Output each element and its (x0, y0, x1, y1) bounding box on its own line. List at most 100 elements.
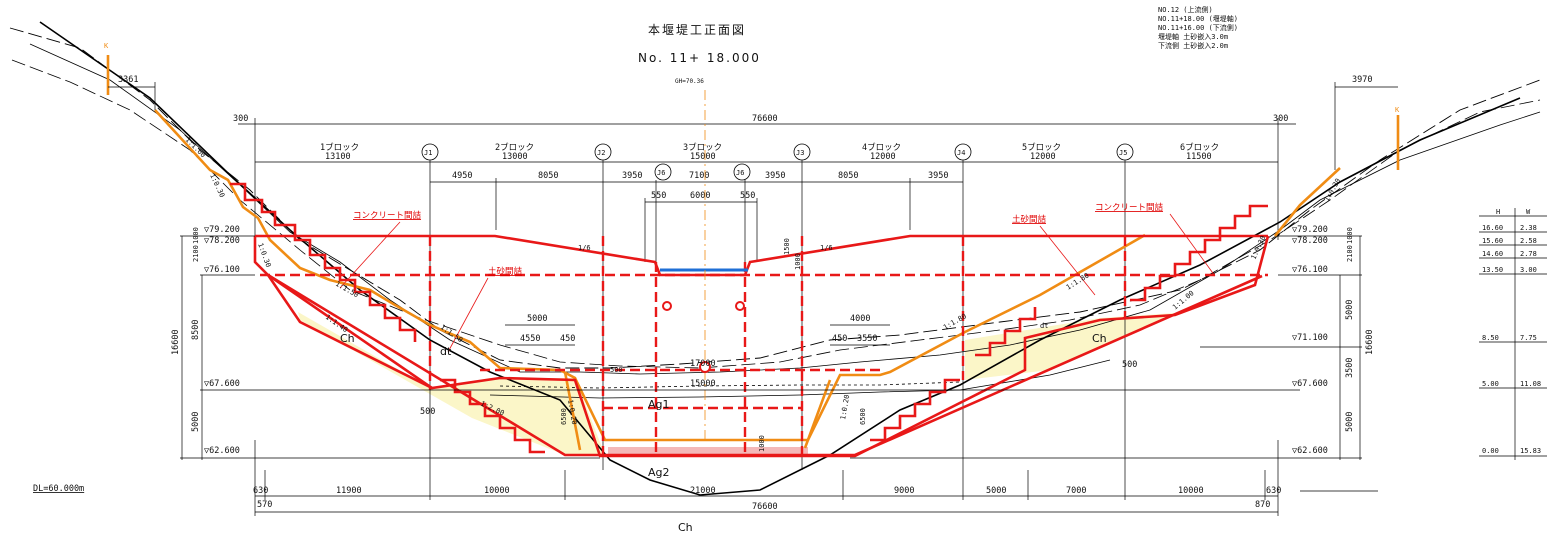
block-6-len: 11500 (1186, 152, 1212, 162)
hdim-right-b: 3500 (1345, 358, 1355, 378)
right-level-scale: ▽79.200 ▽78.200 ▽76.100 ▽71.100 ▽67.600 … (850, 225, 1375, 460)
idim-f: 3550 (857, 334, 877, 344)
table-row: 0.00 15.83 (1479, 447, 1547, 457)
note-2: NO.11+18.00 (堰堤軸) (1158, 14, 1238, 23)
fill-base-strip (608, 447, 808, 456)
bdim-4: 21000 (690, 486, 716, 496)
block-labels: 1ブロック 13100 2ブロック 13000 3ブロック 15000 4ブロッ… (320, 142, 1219, 162)
idim-o: 500 (610, 366, 623, 374)
level-right-1: ▽79.200 (1292, 225, 1328, 235)
bdim-3: 10000 (484, 486, 510, 496)
bottom-dimensions: 630 11900 10000 21000 9000 5000 7000 100… (33, 440, 1378, 516)
level-right-6: ▽62.600 (1292, 446, 1328, 456)
note-3: NO.11+16.00 (下流側) (1158, 23, 1238, 32)
marker-1 (662, 301, 672, 311)
idim-d: 4000 (850, 314, 870, 324)
table-header-w: W (1526, 208, 1531, 216)
survey-markers (662, 301, 745, 373)
joint-circle-j5 (1116, 143, 1134, 161)
level-right-2: ▽78.200 (1292, 236, 1328, 246)
table-row: 13.50 3.00 (1479, 266, 1547, 275)
idim-j: 6500 (859, 408, 867, 425)
idim-h: 15000 (690, 379, 716, 389)
joint-j3: J3 (796, 149, 804, 157)
k-dimensions: 3361 K 3970 K (104, 42, 1400, 170)
inner-dimensions: 5000 4550 450 4000 450 3550 17000 15000 … (420, 238, 1137, 452)
notch-dim-b: 6000 (690, 191, 710, 201)
level-left-4: ▽67.600 (204, 379, 240, 389)
table-row: 8.50 7.75 (1479, 334, 1547, 343)
dim-2-5: 3950 (765, 171, 785, 181)
mat-dt-right: dt (1040, 322, 1048, 330)
joint-j4: J4 (957, 149, 965, 157)
table-cell: 13.50 (1482, 266, 1503, 274)
dim-2-3: 3950 (622, 171, 642, 181)
bdim-7: 7000 (1066, 486, 1086, 496)
table-cell: 5.00 (1482, 380, 1499, 388)
block-5-name: 5ブロック (1022, 142, 1061, 153)
table-cell: 8.50 (1482, 334, 1499, 342)
idim-b: 4550 (520, 334, 540, 344)
joint-circle-j2 (594, 143, 612, 161)
table-cell: 15.60 (1482, 237, 1503, 245)
slope-1-6-right: 1/6 (820, 244, 833, 252)
joint-j5: J5 (1119, 149, 1127, 157)
hdim-right-total: 16600 (1365, 329, 1375, 355)
joint-j6b: J6 (736, 169, 744, 177)
hdim-left-a: 8500 (191, 320, 201, 340)
table-cell: 3.00 (1520, 266, 1537, 274)
table-cell: 2.78 (1520, 250, 1537, 258)
k-dim-right: 3970 (1352, 75, 1372, 85)
section-notes: NO.12 (上流側) NO.11+18.00 (堰堤軸) NO.11+16.0… (1158, 5, 1238, 50)
level-right-4: ▽71.100 (1292, 333, 1328, 343)
excavation-lines (106, 55, 1400, 451)
mat-ag2: Ag2 (648, 466, 670, 479)
bdim-total: 76600 (752, 502, 778, 512)
slope-labels: 1/6 1/6 1:1.50 1:1.50 1:1.40 1:2.00 1:1.… (184, 136, 1343, 426)
joint-circle-j3 (793, 143, 811, 161)
idim-e: 450 (832, 334, 847, 344)
joint-markers: J1 J2 J6 J6 J3 J4 J5 (421, 143, 1134, 181)
level-left-1: ▽79.200 (204, 225, 240, 235)
dl-label: DL=60.000m (33, 484, 84, 494)
idim-p: 1500 (783, 238, 791, 255)
idim-c: 450 (560, 334, 575, 344)
mat-ch-bottom: Ch (678, 521, 693, 534)
table-row: 14.60 2.78 (1479, 250, 1547, 259)
idim-i: 6500 (560, 408, 568, 425)
hdim-left-d: 1000 (192, 227, 200, 244)
joint-circle-j6a (654, 163, 672, 181)
dim-2-6: 8050 (838, 171, 858, 181)
level-left-3: ▽76.100 (204, 265, 240, 275)
note-1: NO.12 (上流側) (1158, 5, 1213, 14)
marker-3 (699, 361, 711, 373)
table-header-h: H (1496, 208, 1500, 216)
hdim-right-e: 1000 (1346, 227, 1354, 244)
label-soil-right: 土砂間詰 (1012, 214, 1047, 225)
hdim-left-b: 5000 (191, 412, 201, 432)
dim-2-7: 3950 (928, 171, 948, 181)
hdim-right-a: 5000 (1345, 300, 1355, 320)
block-3-name: 3ブロック (683, 142, 722, 153)
block-6-name: 6ブロック (1180, 142, 1219, 153)
bdim-small-left: 570 (257, 500, 272, 510)
red-annotations: コンクリート間詰 土砂間詰 土砂間詰 コンクリート間詰 (339, 202, 1216, 353)
slope-1-6-left: 1/6 (578, 244, 591, 252)
bdim-small-right: 870 (1255, 500, 1270, 510)
block-3-len: 15000 (690, 152, 716, 162)
label-concrete-left: コンクリート間詰 (353, 210, 422, 221)
bdim-5: 9000 (894, 486, 914, 496)
block-1-name: 1ブロック (320, 142, 359, 153)
slope-020-b: 1:0.20 (839, 394, 851, 420)
bdim-1: 630 (253, 486, 268, 496)
material-labels: Ch Ch Ch dt dt Ag1 Ag2 (340, 322, 1107, 534)
joint-circle-j4 (954, 143, 972, 161)
marker-2 (735, 301, 745, 311)
fill-left-area (298, 312, 605, 455)
idim-g: 17000 (690, 359, 716, 369)
hdim-left-total: 16600 (171, 329, 181, 355)
joint-j6a: J6 (657, 169, 665, 177)
table-cell: 7.75 (1520, 334, 1537, 342)
gh-label: GH=70.36 (675, 78, 704, 85)
